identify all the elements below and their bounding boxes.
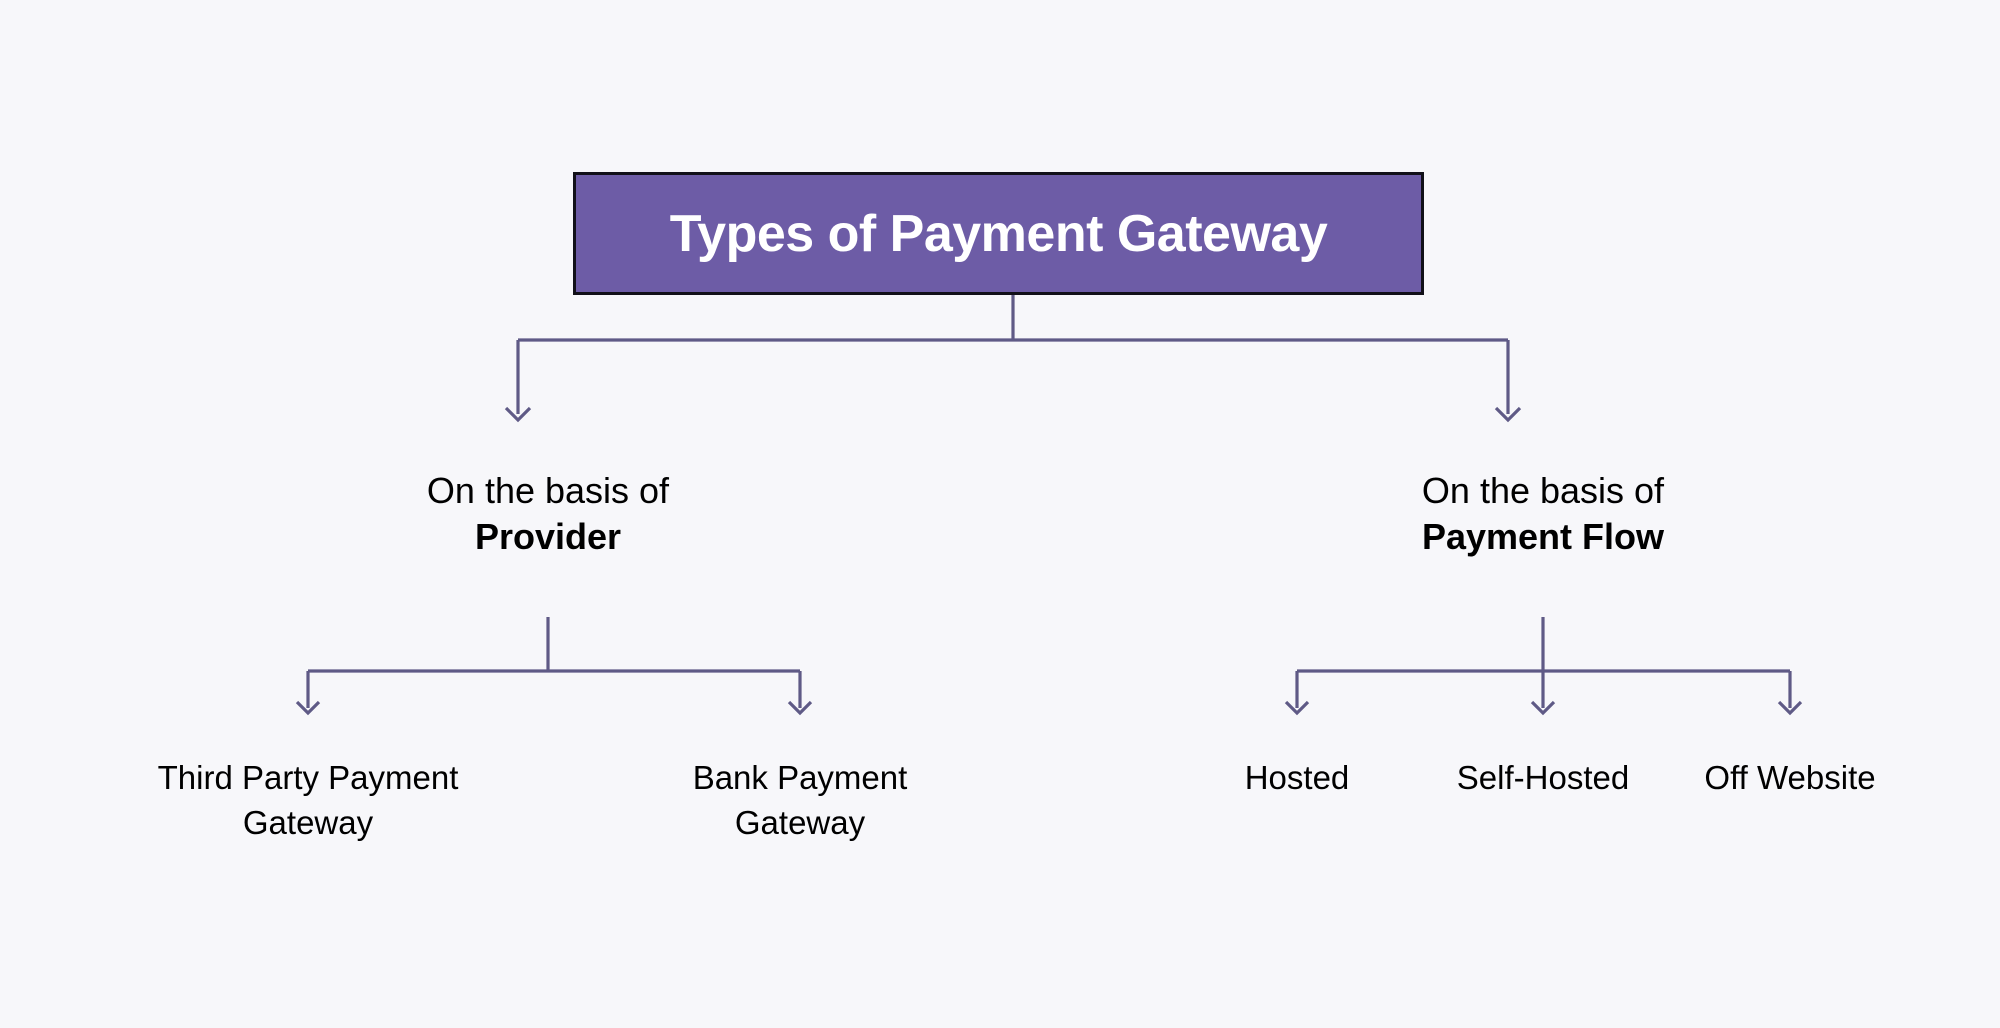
arrowhead-level1-right: [1494, 406, 1522, 423]
leaf-node-self-hosted[interactable]: Self-Hosted: [1403, 756, 1683, 801]
arrowhead-bank: [787, 700, 813, 716]
leaf-node-third-party-line1: Third Party Payment: [157, 759, 459, 796]
arrowhead-self-hosted: [1530, 700, 1556, 716]
leaf-node-off-website-line1: Off Website: [1704, 759, 1876, 796]
arrowhead-third-party: [295, 700, 321, 716]
root-node-types-of-payment-gateway[interactable]: Types of Payment Gateway: [573, 172, 1424, 295]
arrowhead-off-website: [1777, 700, 1803, 716]
branch-node-provider-line2: Provider: [474, 516, 622, 558]
leaf-node-third-party-payment-gateway[interactable]: Third Party Payment Gateway: [108, 756, 508, 845]
arrowhead-hosted: [1284, 700, 1310, 716]
leaf-node-off-website[interactable]: Off Website: [1650, 756, 1930, 801]
branch-node-payment-flow-line1: On the basis of: [1421, 470, 1665, 511]
leaf-node-third-party-line2: Gateway: [242, 803, 374, 841]
branch-node-payment-flow-line2: Payment Flow: [1421, 516, 1665, 558]
branch-node-provider[interactable]: On the basis of Provider: [318, 468, 778, 560]
root-node-label: Types of Payment Gateway: [669, 204, 1328, 263]
leaf-node-hosted-line1: Hosted: [1244, 759, 1350, 796]
leaf-node-bank-line2: Gateway: [734, 803, 866, 841]
branch-node-provider-line1: On the basis of: [426, 470, 670, 511]
branch-node-payment-flow[interactable]: On the basis of Payment Flow: [1313, 468, 1773, 560]
leaf-node-hosted[interactable]: Hosted: [1157, 756, 1437, 801]
leaf-node-bank-line1: Bank Payment: [692, 759, 908, 796]
arrowhead-level1-left: [504, 406, 532, 423]
leaf-node-bank-payment-gateway[interactable]: Bank Payment Gateway: [600, 756, 1000, 845]
leaf-node-self-hosted-line1: Self-Hosted: [1456, 759, 1630, 796]
